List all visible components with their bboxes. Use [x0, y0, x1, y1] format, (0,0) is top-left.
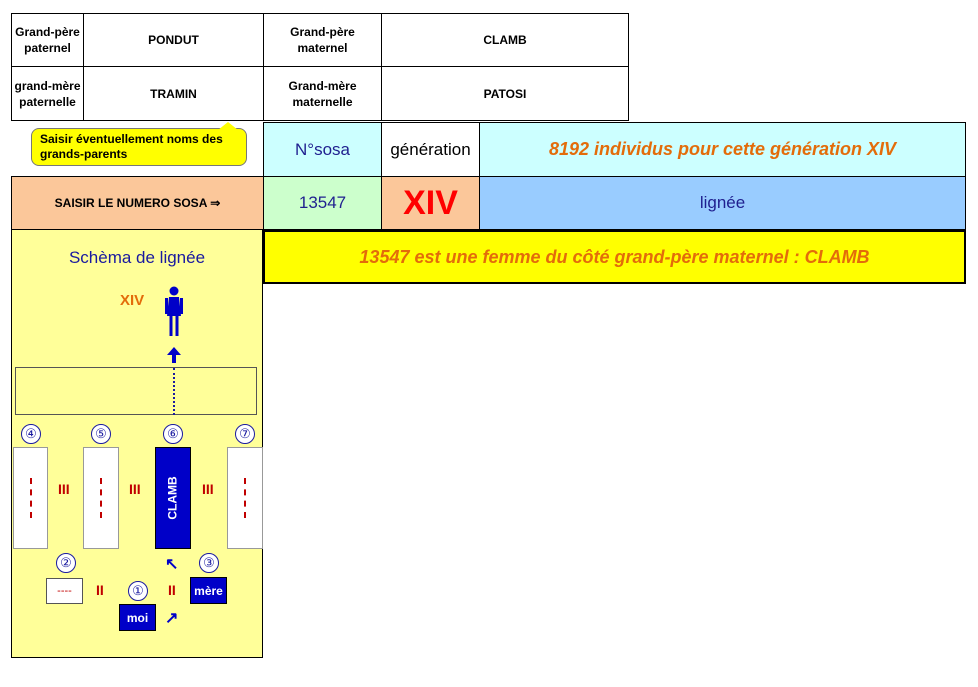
- roman-ii-right: II: [168, 582, 176, 598]
- lineage-label: lignée: [479, 176, 966, 230]
- sosa-prompt: SAISIR LE NUMERO SOSA ⇒: [11, 176, 264, 230]
- gm-paternal-name[interactable]: TRAMIN: [83, 66, 264, 121]
- callout-pointer: [218, 122, 238, 130]
- sosa-input[interactable]: 13547: [263, 176, 382, 230]
- roman-iii-left: III: [58, 481, 70, 497]
- circle-4: ④: [21, 424, 41, 444]
- schema-panel: Schèma de lignée XIV ④ ⑤ ⑥ ⑦ CLAMB III I…: [11, 229, 263, 658]
- lineage-dotted-line: [173, 368, 175, 415]
- mere-box: mère: [190, 577, 227, 604]
- schema-generation: XIV: [120, 292, 145, 309]
- circle-3: ③: [199, 553, 219, 573]
- up-arrow-icon: [167, 347, 181, 363]
- roman-iii-right: III: [202, 481, 214, 497]
- circle-2: ②: [56, 553, 76, 573]
- arrow-up-left-icon: ↖: [165, 556, 179, 573]
- circle-6: ⑥: [163, 424, 183, 444]
- circle-7: ⑦: [235, 424, 255, 444]
- pillar-6-name: CLAMB: [166, 476, 181, 520]
- gp-paternal-label: Grand-père paternel: [11, 13, 84, 67]
- box-2-text: ----: [57, 585, 72, 597]
- gm-maternal-label: Grand-mère maternelle: [263, 66, 382, 121]
- gm-paternal-label: grand-mère paternelle: [11, 66, 84, 121]
- woman-icon: [165, 286, 183, 336]
- individuals-count: 8192 individus pour cette génération XIV: [479, 122, 966, 177]
- generation-value: XIV: [381, 176, 480, 230]
- schema-title: Schèma de lignée: [68, 248, 206, 267]
- sosa-header: N°sosa: [263, 122, 382, 177]
- pillar-5: [83, 447, 119, 549]
- generation-label: génération: [381, 122, 480, 177]
- gp-maternal-label: Grand-père maternel: [263, 13, 382, 67]
- pillar-7: [227, 447, 263, 549]
- roman-iii-middle: III: [129, 481, 141, 497]
- gp-paternal-name[interactable]: PONDUT: [83, 13, 264, 67]
- roman-ii-left: II: [96, 582, 104, 598]
- circle-5: ⑤: [91, 424, 111, 444]
- result-text: 13547 est une femme du côté grand-père m…: [263, 230, 966, 284]
- callout-bubble: Saisir éventuellement noms des grands-pa…: [31, 128, 247, 166]
- box-2: ----: [46, 578, 83, 604]
- callout-text: Saisir éventuellement noms des grands-pa…: [40, 132, 223, 161]
- circle-1: ①: [128, 581, 148, 601]
- ancestor-box: [15, 367, 257, 415]
- moi-box: moi: [119, 604, 156, 631]
- arrow-up-right-icon: ↗: [165, 610, 179, 627]
- gp-maternal-name[interactable]: CLAMB: [381, 13, 629, 67]
- pillar-6: CLAMB: [155, 447, 191, 549]
- gm-maternal-name[interactable]: PATOSI: [381, 66, 629, 121]
- pillar-4: [13, 447, 48, 549]
